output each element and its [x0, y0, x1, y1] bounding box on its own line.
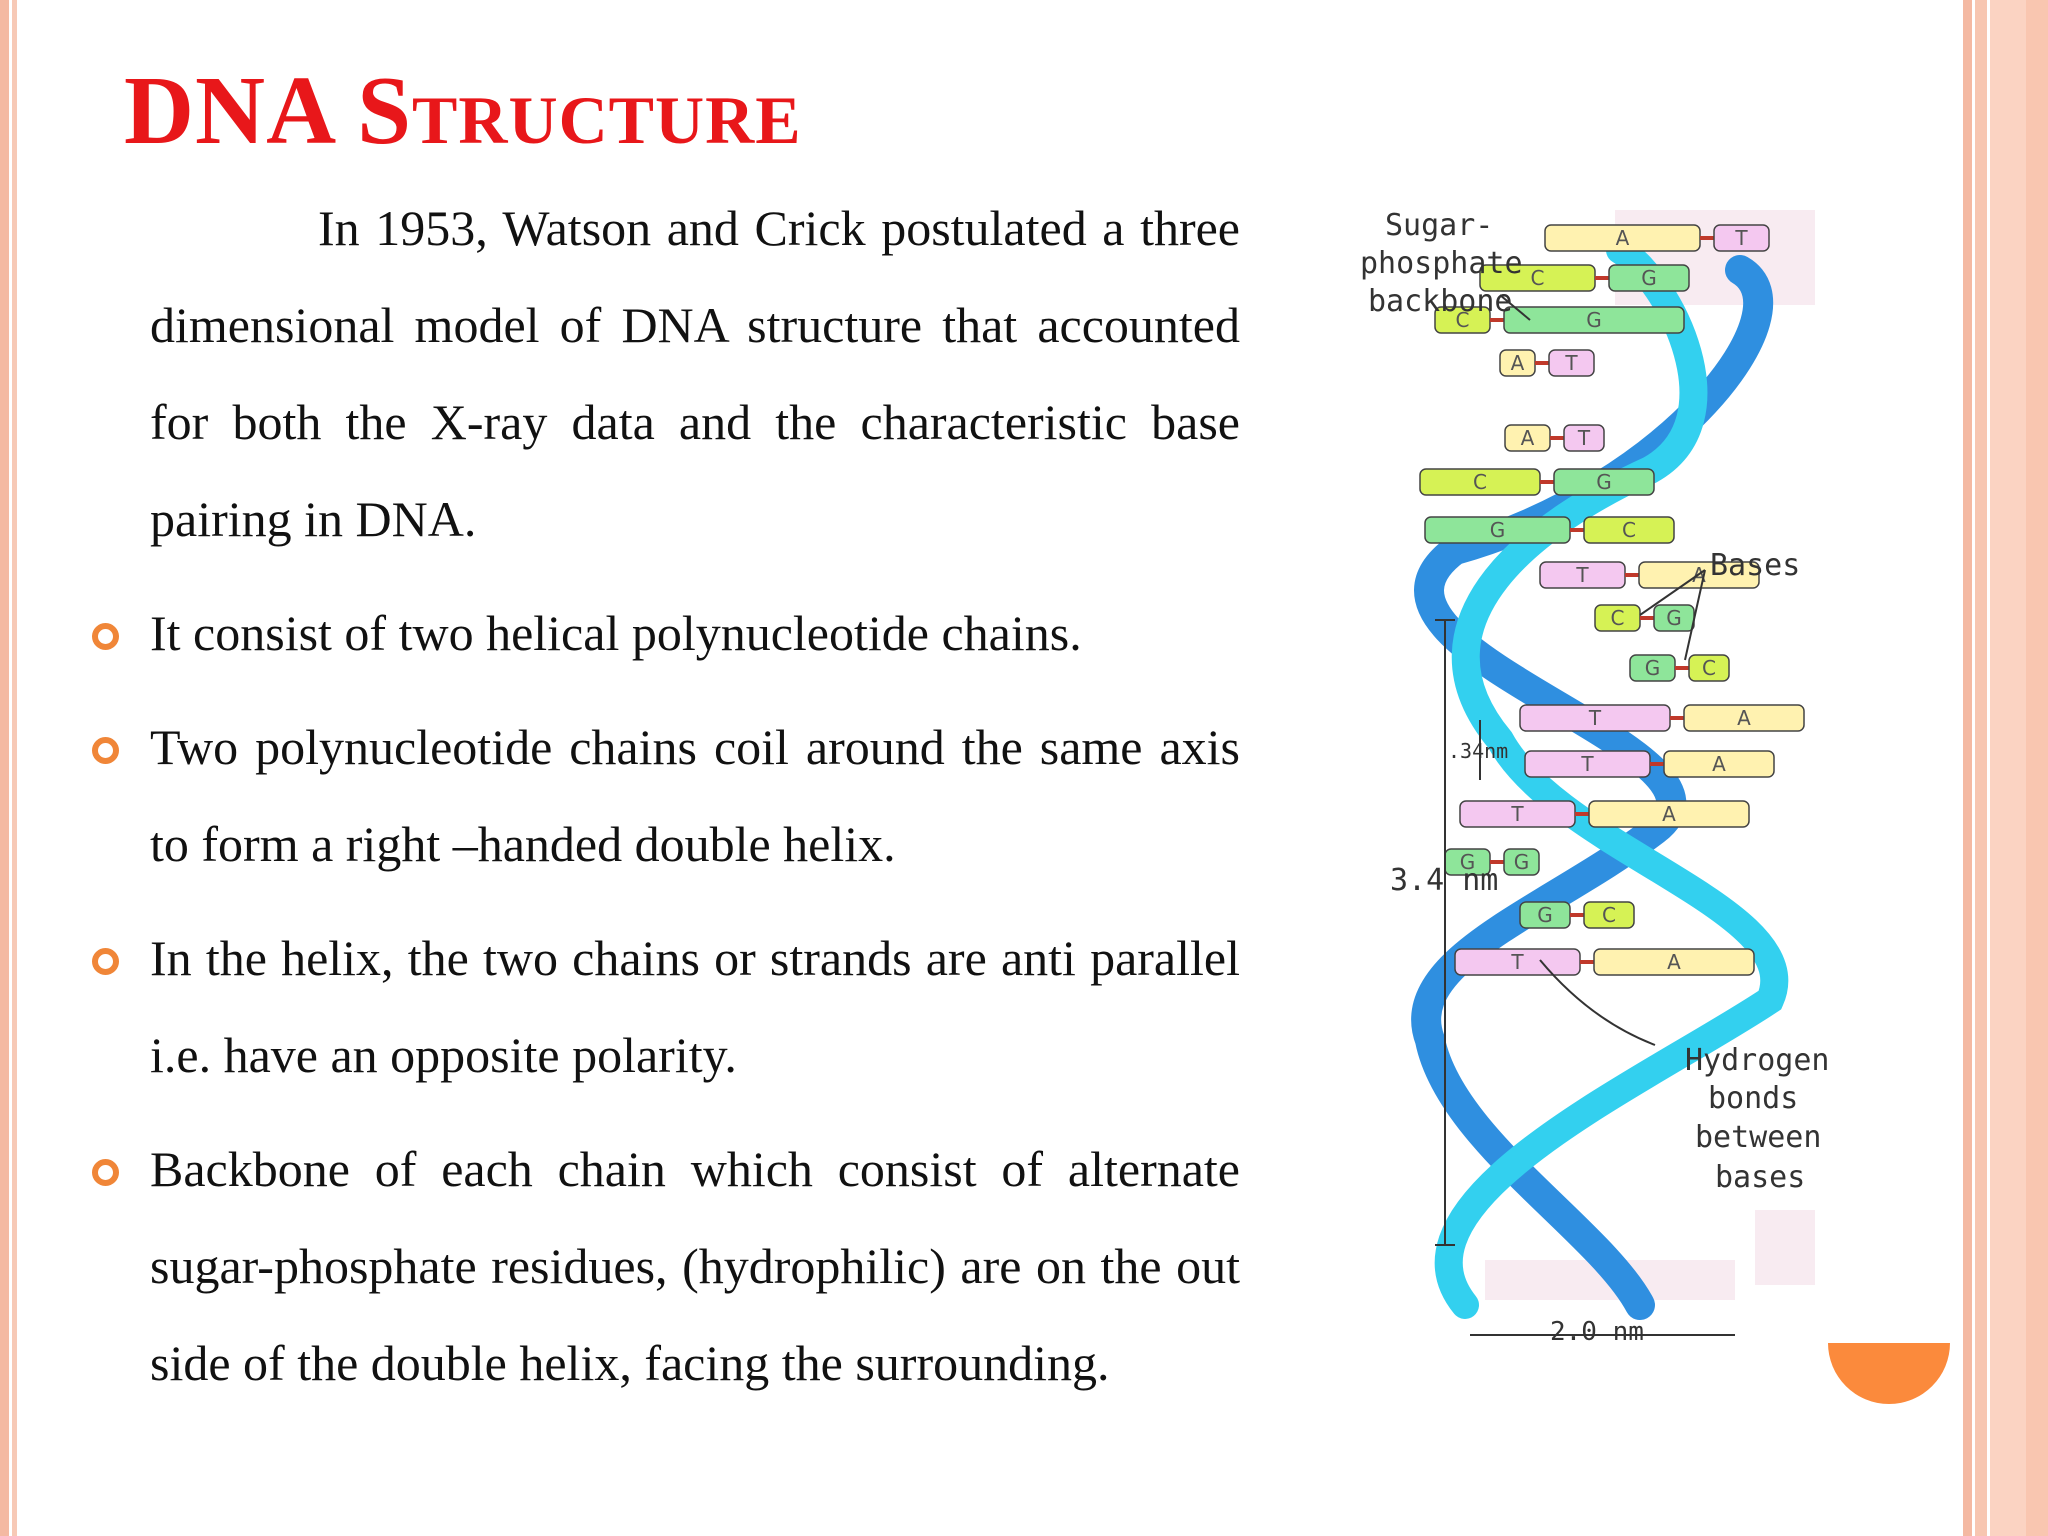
base-letter: A — [1667, 950, 1681, 974]
hydrogen-bond-pointer — [1539, 959, 1656, 1046]
base-block — [1583, 901, 1635, 929]
base-letter: G — [1460, 850, 1476, 874]
base-letter: C — [1611, 606, 1625, 630]
bullet-text: It consist of two helical polynucleotide… — [150, 605, 1082, 661]
intro-paragraph: In 1953, Watson and Crick postulated a t… — [150, 200, 1240, 547]
base-letter: T — [1510, 950, 1524, 974]
rise-label: .34nm — [1448, 739, 1508, 763]
base-letter: G — [1514, 850, 1530, 874]
circle-bullet-icon — [92, 948, 119, 975]
hydrogen-bonds-label: between — [1695, 1120, 1821, 1155]
base-block — [1503, 306, 1685, 334]
backbone-pointer — [1499, 294, 1531, 321]
bullet-item: Two polynucleotide chains coil around th… — [92, 699, 1240, 893]
dna-strand-dark — [1411, 255, 1774, 1320]
base-block — [1563, 424, 1605, 452]
bullet-item: It consist of two helical polynucleotide… — [92, 585, 1240, 682]
bases-pointer — [1639, 569, 1706, 661]
base-letter: C — [1456, 308, 1470, 332]
hydrogen-bonds-label: bases — [1715, 1160, 1805, 1195]
left-decorative-stripe — [0, 0, 9, 1536]
base-block — [1503, 848, 1540, 876]
circle-bullet-icon — [92, 737, 119, 764]
title-word-dna: DNA — [124, 57, 332, 164]
bullet-item: In the helix, the two chains or strands … — [92, 910, 1240, 1104]
title-word-structure: Structure — [357, 57, 802, 164]
base-block — [1688, 654, 1730, 682]
right-decorative-stripe — [1963, 0, 1972, 1536]
right-decorative-stripe-2 — [1975, 0, 1987, 1536]
base-letter: G — [1490, 518, 1506, 542]
base-letter: C — [1531, 266, 1545, 290]
base-letter: T — [1734, 226, 1748, 250]
left-decorative-stripe-inner — [12, 0, 17, 1536]
dna-strand-light — [1434, 236, 1789, 1319]
base-letter: C — [1602, 903, 1616, 927]
base-letter: G — [1666, 606, 1682, 630]
circle-bullet-icon — [92, 623, 119, 650]
base-letter: A — [1712, 752, 1726, 776]
base-letter: A — [1511, 351, 1525, 375]
base-letter: C — [1473, 470, 1487, 494]
hydrogen-bonds-label: bonds — [1708, 1081, 1798, 1116]
base-block — [1683, 704, 1805, 732]
base-block — [1548, 349, 1595, 377]
bullet-item: Backbone of each chain which consist of … — [92, 1121, 1240, 1412]
base-letter: G — [1537, 903, 1553, 927]
base-letter: C — [1622, 518, 1636, 542]
base-letter: G — [1586, 308, 1602, 332]
base-block — [1608, 264, 1690, 292]
base-letter: T — [1577, 426, 1591, 450]
backbone-label: Sugar- — [1385, 208, 1493, 243]
base-block — [1588, 800, 1750, 828]
base-letter: G — [1645, 656, 1661, 680]
base-block — [1713, 224, 1770, 252]
circle-bullet-icon — [92, 1159, 119, 1186]
base-letter: T — [1575, 563, 1589, 587]
base-letter: T — [1580, 752, 1594, 776]
base-block — [1553, 468, 1655, 496]
base-letter: T — [1510, 802, 1524, 826]
bullet-text: In the helix, the two chains or strands … — [150, 930, 1240, 1083]
bases-label: Bases — [1710, 548, 1800, 583]
base-block — [1663, 750, 1775, 778]
base-letter: A — [1737, 706, 1751, 730]
pitch-label: 3.4 nm — [1390, 863, 1498, 898]
background-blotch — [1755, 1210, 1815, 1285]
base-letter: G — [1596, 470, 1612, 494]
base-letter: C — [1702, 656, 1716, 680]
base-letter: A — [1662, 802, 1676, 826]
base-letter: T — [1588, 706, 1602, 730]
base-block — [1583, 516, 1675, 544]
bullet-text: Two polynucleotide chains coil around th… — [150, 719, 1240, 872]
base-letter: A — [1616, 226, 1630, 250]
bullet-text: Backbone of each chain which consist of … — [150, 1141, 1240, 1391]
base-letter: T — [1564, 351, 1578, 375]
hydrogen-bonds-label: Hydrogen — [1685, 1043, 1830, 1078]
right-decorative-stripe-4 — [2026, 0, 2048, 1536]
slide-title: DNA Structure — [124, 62, 802, 159]
base-block — [1593, 948, 1755, 976]
base-letter: G — [1641, 266, 1657, 290]
base-letter: A — [1521, 426, 1535, 450]
backbone-label: backbone — [1368, 284, 1513, 319]
backbone-label: phosphate — [1360, 246, 1523, 281]
width-label: 2.0 nm — [1550, 1317, 1644, 1347]
